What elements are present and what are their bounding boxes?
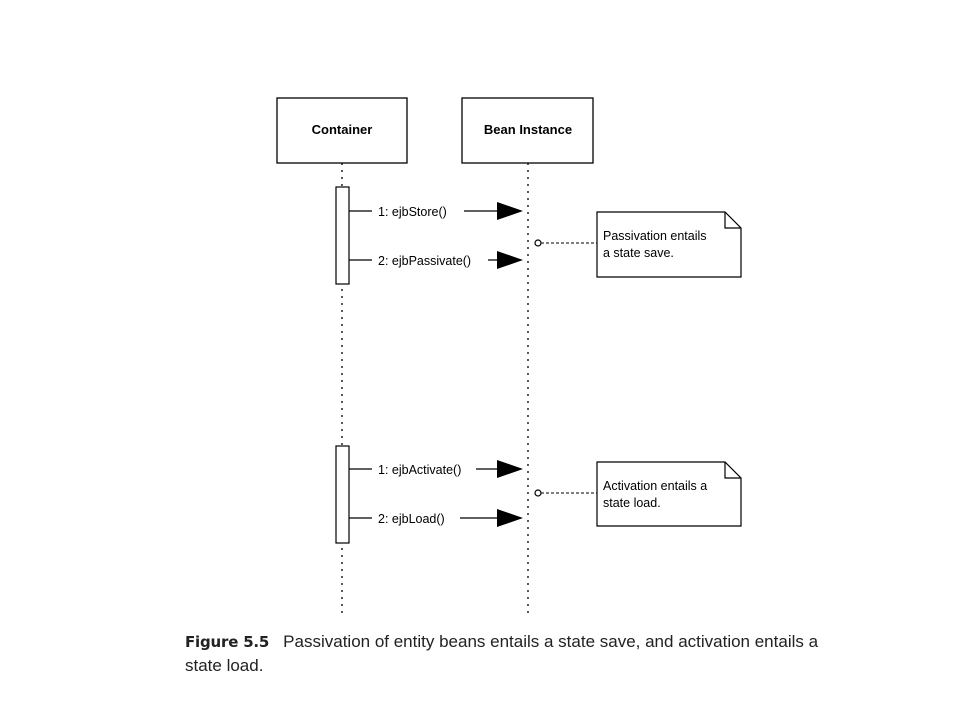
note-anchor-passivation [534,239,542,247]
activation-bar-activation [335,445,350,544]
message-label-ejbactivate: 1: ejbActivate() [378,463,461,477]
bean-instance-box [461,97,594,164]
note-box-passivation [596,211,742,278]
message-label-ejbstore: 1: ejbStore() [378,205,447,219]
message-label-ejbload: 2: ejbLoad() [378,512,445,526]
note-text-activation-line1: Activation entails a [603,479,707,493]
bean-instance-label: Bean Instance [484,122,572,137]
note-anchor-activation [534,489,542,497]
note-text-activation-line2: state load. [603,496,661,510]
note-text-passivation-line2: a state save. [603,246,674,260]
note-fold-activation [724,462,741,479]
container-label: Container [312,122,373,137]
note-box-activation [596,461,742,527]
container-box [276,97,408,164]
note-fold-passivation [724,212,741,229]
activation-bar-passivation [335,186,350,285]
note-text-passivation-line1: Passivation entails [603,229,707,243]
figure-caption-text: Passivation of entity beans entails a st… [185,632,819,675]
figure-label: Figure 5.5 [185,633,270,651]
message-label-ejbpassivate: 2: ejbPassivate() [378,254,471,268]
